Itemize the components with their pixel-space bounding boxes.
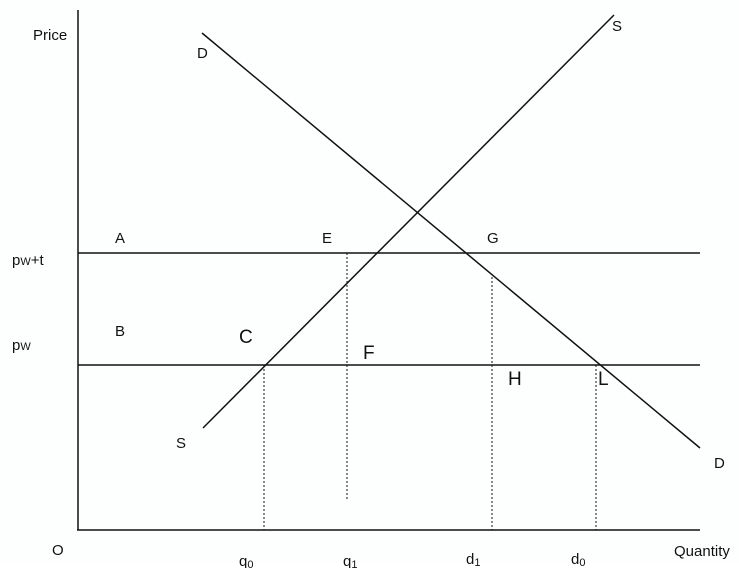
- price-label-lower: pW: [12, 337, 31, 354]
- region-label-h: H: [508, 369, 522, 390]
- quantity-label-q1: q1: [343, 553, 357, 568]
- demand-label-bottom: D: [714, 455, 725, 472]
- origin-label: O: [52, 542, 64, 559]
- price-label-upper: pW+t: [12, 252, 44, 269]
- x-axis-label: Quantity: [674, 543, 730, 560]
- supply-curve: [202, 14, 615, 429]
- d1-sub: 1: [474, 557, 480, 568]
- q1-sub: 1: [351, 559, 357, 568]
- region-label-a: A: [115, 230, 125, 247]
- quantity-label-d1: d1: [466, 551, 480, 568]
- y-axis-label: Price: [33, 27, 67, 44]
- price-upper-suffix: +t: [31, 252, 45, 269]
- region-label-c: C: [239, 327, 253, 348]
- q0-sub: 0: [247, 559, 253, 568]
- price-lower-sub: W: [20, 341, 31, 353]
- region-label-g: G: [487, 230, 499, 247]
- supply-label-top: S: [612, 18, 622, 35]
- quantity-label-d0: d0: [571, 551, 585, 568]
- region-label-l: L: [598, 369, 609, 390]
- d1-base: d: [466, 551, 474, 568]
- price-lower-base: p: [12, 337, 20, 354]
- price-upper-base: p: [12, 252, 20, 269]
- region-label-b: B: [115, 323, 125, 340]
- quantity-label-q0: q0: [239, 553, 253, 568]
- q1-base: q: [343, 553, 351, 568]
- demand-curve: [201, 32, 701, 449]
- price-upper-sub: W: [20, 256, 31, 268]
- demand-label-top: D: [197, 45, 208, 62]
- region-label-f: F: [363, 343, 375, 364]
- d0-base: d: [571, 551, 579, 568]
- region-label-e: E: [322, 230, 332, 247]
- d0-sub: 0: [579, 557, 585, 568]
- q0-base: q: [239, 553, 247, 568]
- supply-label-bottom: S: [176, 435, 186, 452]
